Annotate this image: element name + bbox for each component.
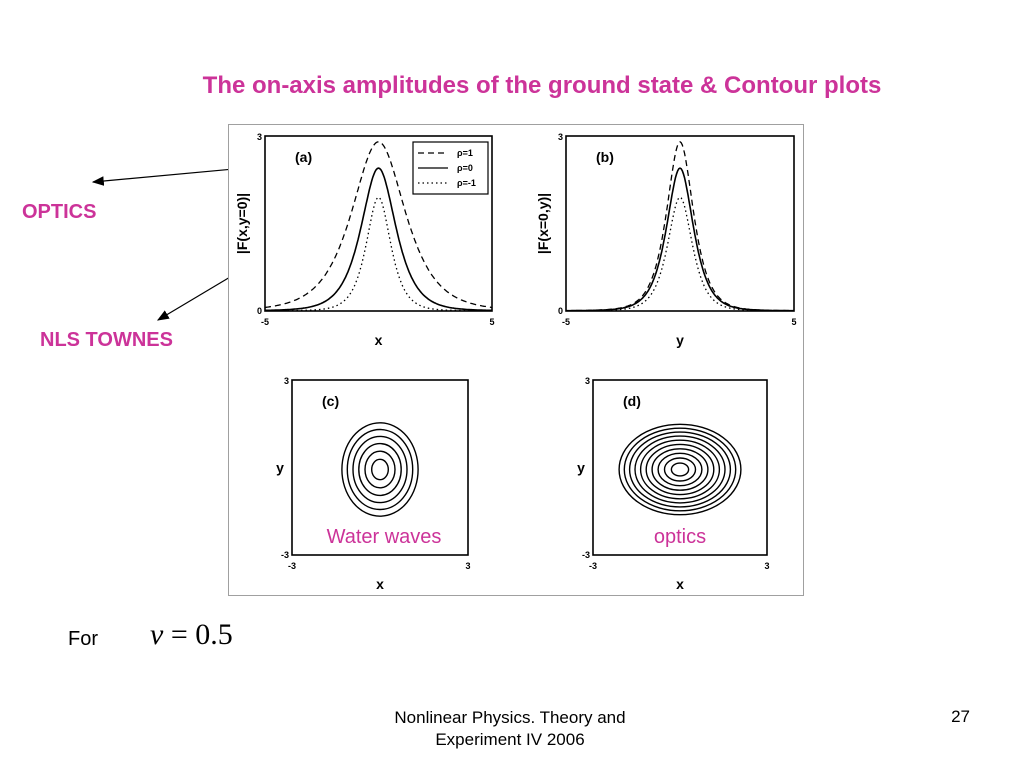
panel-b-ylabel: |F(x=0,y)| bbox=[535, 193, 551, 254]
nu-value: 0.5 bbox=[195, 618, 233, 651]
panel-d-frame bbox=[592, 379, 768, 556]
panel-a-series-1 bbox=[264, 167, 493, 312]
legend-2-label: ρ=-1 bbox=[457, 178, 476, 188]
slide-title: The on-axis amplitudes of the ground sta… bbox=[202, 72, 882, 99]
panel-d-contour-4 bbox=[651, 448, 709, 491]
panel-c-label: (c) bbox=[322, 393, 339, 409]
panel-d-ytick-bottom: -3 bbox=[582, 550, 590, 560]
panel-b-xlabel: y bbox=[676, 332, 684, 348]
panel-b-ytick-top: 3 bbox=[558, 132, 563, 142]
panel-b-frame bbox=[565, 135, 795, 312]
equals-sign: = bbox=[170, 618, 188, 651]
panel-c-contour-6 bbox=[341, 422, 419, 517]
panel-d-annotation: optics bbox=[654, 526, 706, 548]
panel-d-contour-3 bbox=[657, 452, 703, 487]
panel-c-frame bbox=[291, 379, 469, 556]
panel-c-annotation: Water waves bbox=[327, 526, 442, 548]
nu-formula: ν = 0.5 bbox=[150, 618, 233, 652]
panel-b-xtick-right: 5 bbox=[791, 317, 796, 327]
panel-c-xtick-left: -3 bbox=[288, 561, 296, 571]
panel-c-xlabel: x bbox=[376, 576, 384, 592]
panel-a-ytick-top: 3 bbox=[257, 132, 262, 142]
panel-c-contour-5 bbox=[346, 428, 414, 511]
panel-a-xtick-left: -5 bbox=[261, 317, 269, 327]
panel-b-ytick-bottom: 0 bbox=[558, 306, 563, 316]
footer-line-2: Experiment IV 2006 bbox=[435, 730, 585, 749]
panel-a-frame bbox=[264, 135, 493, 312]
panel-d-contour-6 bbox=[639, 439, 721, 500]
nls-townes-label: NLS TOWNES bbox=[40, 329, 173, 351]
panel-d-contour-10 bbox=[618, 423, 742, 516]
footer-line-1: Nonlinear Physics. Theory and bbox=[394, 708, 626, 727]
panel-d-contour-1 bbox=[670, 462, 690, 477]
panel-b-xtick-left: -5 bbox=[562, 317, 570, 327]
panel-d-contour-7 bbox=[634, 435, 726, 504]
panel-c-contour-3 bbox=[358, 442, 402, 497]
panel-b-label: (b) bbox=[596, 149, 614, 165]
legend-0-label: ρ=1 bbox=[457, 148, 473, 158]
panel-a-xlabel: x bbox=[375, 332, 383, 348]
panel-d-contour-5 bbox=[645, 443, 715, 496]
panel-c-ytick-bottom: -3 bbox=[281, 550, 289, 560]
panel-d-label: (d) bbox=[623, 393, 641, 409]
panel-b-series-1 bbox=[566, 167, 794, 312]
page-number: 27 bbox=[951, 707, 970, 726]
panel-a-label: (a) bbox=[295, 149, 312, 165]
panel-b-series-2 bbox=[566, 196, 794, 312]
panel-a-series-2 bbox=[265, 196, 492, 312]
panel-d-ytick-top: 3 bbox=[585, 376, 590, 386]
panel-d-contour-9 bbox=[623, 427, 737, 512]
panel-d-ylabel: y bbox=[577, 460, 585, 476]
panel-a-ytick-bottom: 0 bbox=[257, 306, 262, 316]
for-label: For bbox=[68, 628, 98, 650]
panel-a-series-0 bbox=[264, 141, 493, 309]
footer: Nonlinear Physics. Theory and Experiment… bbox=[360, 707, 660, 751]
panel-d-contour-8 bbox=[628, 431, 732, 508]
panel-b-series-0 bbox=[566, 140, 794, 312]
panel-c-ytick-top: 3 bbox=[284, 376, 289, 386]
legend-1-label: ρ=0 bbox=[457, 163, 473, 173]
optics-label: OPTICS bbox=[22, 201, 97, 223]
panel-c-contour-1 bbox=[370, 458, 389, 481]
panel-c-xtick-right: 3 bbox=[465, 561, 470, 571]
panel-c-contour-2 bbox=[364, 450, 396, 489]
panel-c-ylabel: y bbox=[276, 460, 284, 476]
panel-a-ylabel: |F(x,y=0)| bbox=[234, 193, 250, 254]
panel-c-contour-4 bbox=[352, 435, 408, 504]
panel-d-xtick-right: 3 bbox=[764, 561, 769, 571]
panel-d-contour-2 bbox=[663, 457, 697, 482]
panel-d-xtick-left: -3 bbox=[589, 561, 597, 571]
nu-symbol: ν bbox=[150, 618, 164, 651]
panel-d-xlabel: x bbox=[676, 576, 684, 592]
panel-a-xtick-right: 5 bbox=[489, 317, 494, 327]
